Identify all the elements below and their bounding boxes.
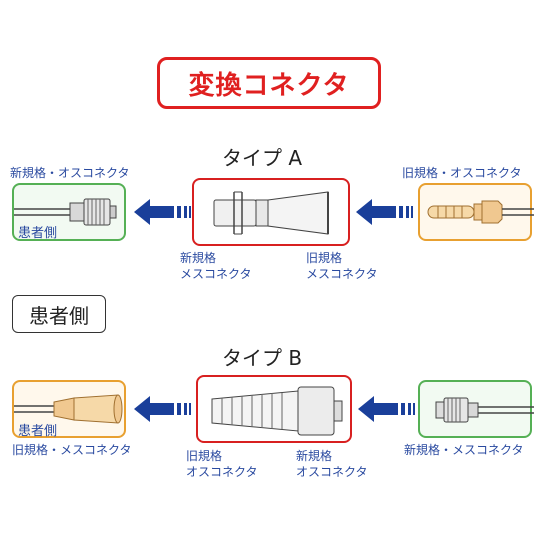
patient-side-box: 患者側 <box>12 295 106 333</box>
type-a-right-arrow-icon <box>356 199 413 225</box>
type-a-left-arrow-icon <box>134 199 191 225</box>
new-male-connector-icon <box>14 198 117 226</box>
type-b-left-bottom-label: 旧規格・メスコネクタ <box>12 443 132 457</box>
old-male-connector-icon <box>427 200 534 224</box>
type-b-left-box-label: 患者側 <box>18 424 58 439</box>
type-b-center-left-line2: オスコネクタ <box>186 465 258 479</box>
type-a-left-box <box>12 183 126 241</box>
type-b-adapter-box <box>196 375 352 443</box>
type-b-heading: タイプ B <box>222 346 303 370</box>
type-b-center-right-line2: オスコネクタ <box>296 465 368 479</box>
type-a-left-top-label: 新規格・オスコネクタ <box>10 166 130 180</box>
type-b-left-box <box>12 380 126 438</box>
type-a-center-left-line2: メスコネクタ <box>180 267 252 281</box>
type-a-right-box <box>418 183 534 241</box>
type-a-heading: タイプ A <box>222 146 303 170</box>
type-b-center-left-line1: 旧規格 <box>186 449 223 463</box>
type-a-center-right-line2: メスコネクタ <box>306 267 378 281</box>
type-a-center-right-label: 旧規格 メスコネクタ <box>306 250 378 282</box>
old-female-connector-icon <box>14 394 123 424</box>
type-a-adapter-icon <box>213 191 329 235</box>
type-a-center-right-line1: 旧規格 <box>306 251 343 265</box>
type-b-right-bottom-label: 新規格・メスコネクタ <box>404 443 524 457</box>
title-box: 変換コネクタ <box>157 57 381 109</box>
type-b-center-right-line1: 新規格 <box>296 449 333 463</box>
type-b-right-arrow-icon <box>358 396 415 422</box>
type-a-right-top-label: 旧規格・オスコネクタ <box>402 166 522 180</box>
patient-side-label: 患者側 <box>29 303 89 328</box>
type-b-center-left-label: 旧規格 オスコネクタ <box>186 448 258 480</box>
type-b-adapter-icon <box>211 386 343 436</box>
type-b-left-arrow-icon <box>134 396 191 422</box>
type-b-right-box <box>418 380 534 438</box>
type-a-left-box-label: 患者側 <box>18 226 58 241</box>
type-b-center-right-label: 新規格 オスコネクタ <box>296 448 368 480</box>
type-a-center-left-line1: 新規格 <box>180 251 217 265</box>
type-a-center-left-label: 新規格 メスコネクタ <box>180 250 252 282</box>
title-text: 変換コネクタ <box>188 70 350 101</box>
type-a-adapter-box <box>192 178 350 246</box>
new-female-connector-icon <box>435 397 534 423</box>
